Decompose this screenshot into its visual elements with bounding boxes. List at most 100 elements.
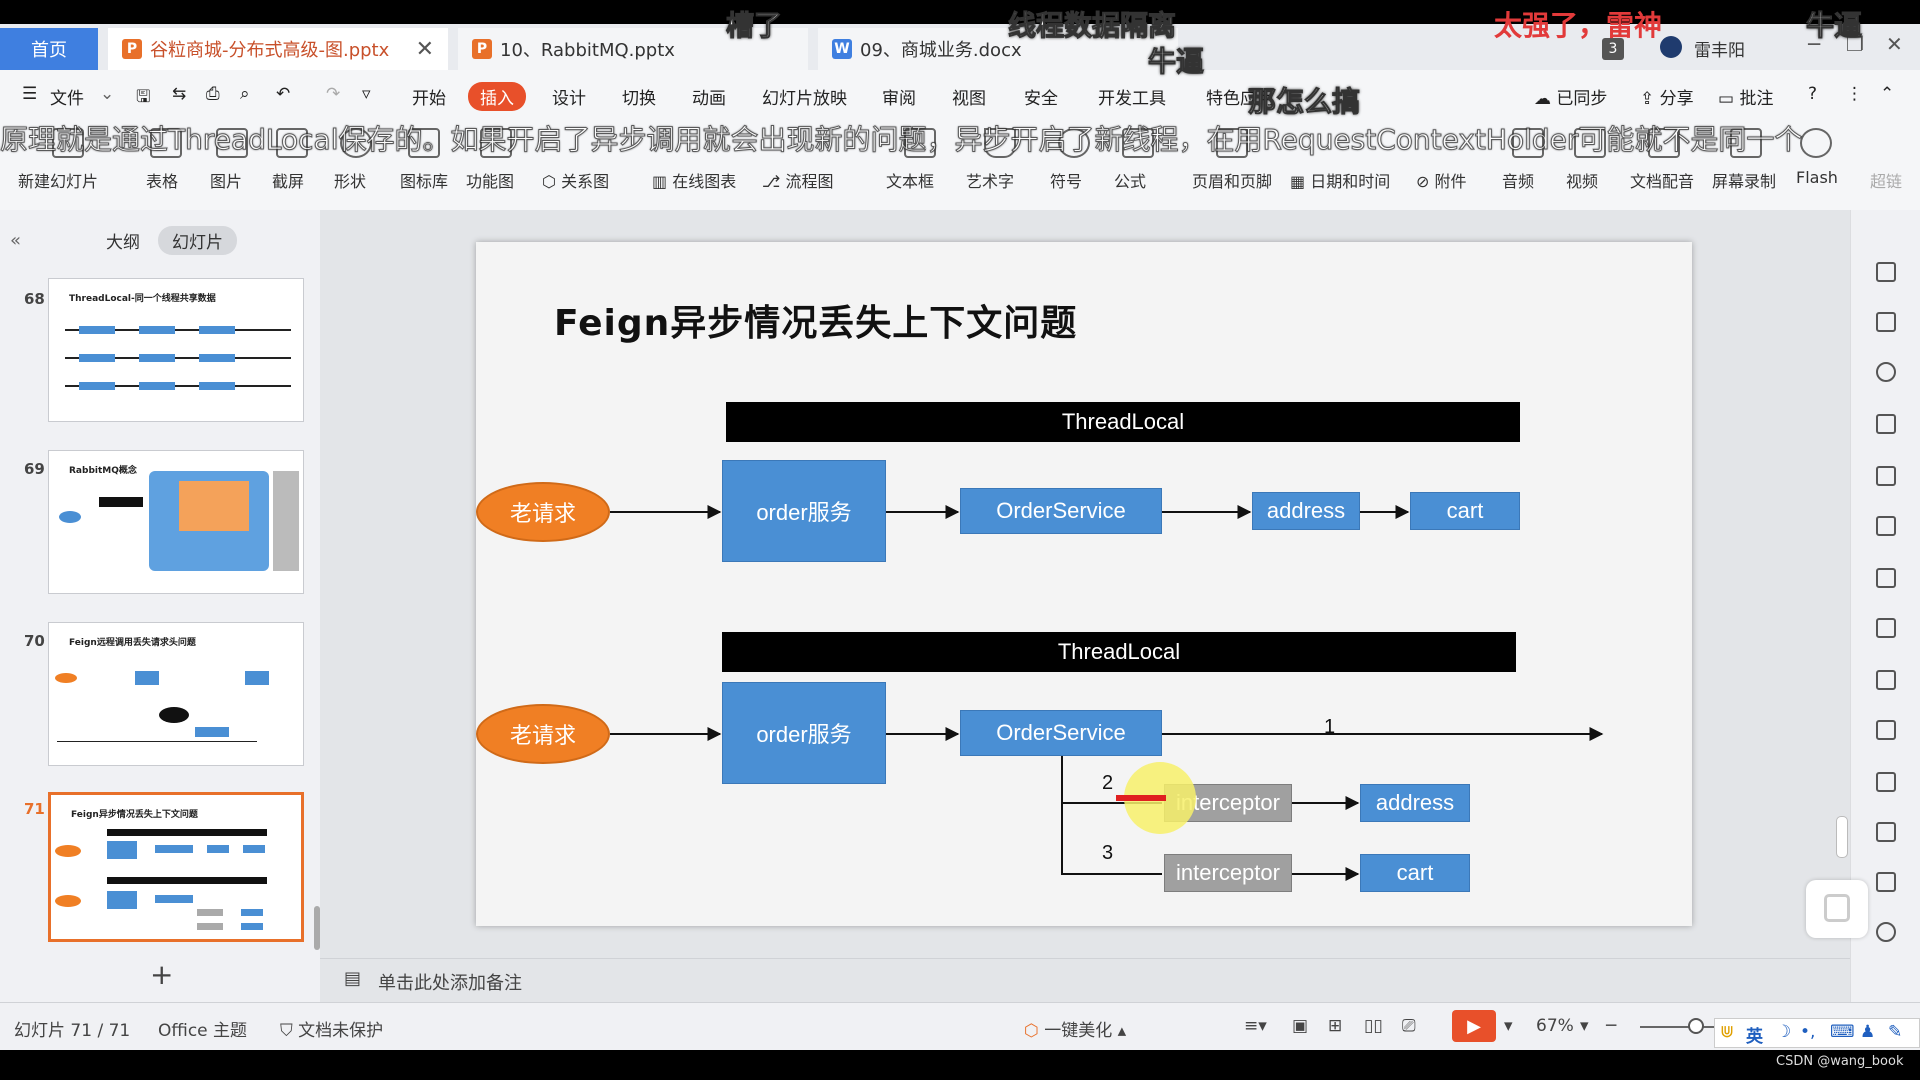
add-slide-icon[interactable]: + bbox=[150, 958, 174, 991]
ribbon-datetime[interactable]: ▦ 日期和时间 bbox=[1290, 168, 1390, 192]
shape-fill-icon[interactable] bbox=[1876, 362, 1896, 382]
zoom-out-icon[interactable]: ─ bbox=[1606, 1016, 1617, 1036]
sync-status[interactable]: ☁ 已同步 bbox=[1534, 84, 1607, 109]
audio-icon[interactable] bbox=[1512, 128, 1544, 158]
ribbon-flash[interactable]: Flash bbox=[1796, 168, 1838, 187]
sorter-view-icon[interactable]: ⊞ bbox=[1328, 1016, 1343, 1036]
customize-icon[interactable]: ▿ bbox=[362, 84, 371, 104]
hamburger-icon[interactable]: ☰ bbox=[22, 84, 38, 104]
normal-view-icon[interactable]: ▣ bbox=[1292, 1016, 1309, 1036]
table-icon[interactable] bbox=[150, 128, 182, 158]
ribbon-screenshot[interactable]: 截屏 bbox=[272, 172, 305, 191]
volume-icon[interactable] bbox=[1876, 872, 1896, 892]
table-grid-icon[interactable] bbox=[1876, 466, 1896, 486]
hexagon-icon[interactable] bbox=[1876, 922, 1896, 942]
ribbon-video[interactable]: 视频 bbox=[1566, 172, 1599, 191]
header-footer-icon[interactable] bbox=[1216, 128, 1248, 158]
tv-mascot-widget[interactable] bbox=[1806, 880, 1868, 938]
menu-transition[interactable]: 切换 bbox=[622, 89, 656, 109]
theme-name[interactable]: Office 主题 bbox=[158, 1021, 248, 1041]
tab-doc-pptx-active[interactable]: P 谷粒商城-分布式高级-图.pptx ✕ bbox=[108, 28, 448, 70]
presenter-view-icon[interactable]: ⎚ bbox=[1402, 1016, 1416, 1036]
formula-icon[interactable] bbox=[1122, 128, 1154, 158]
zoom-slider-handle[interactable] bbox=[1688, 1018, 1704, 1034]
archive-icon[interactable] bbox=[1876, 772, 1896, 792]
minimize-icon[interactable]: ─ bbox=[1808, 32, 1821, 56]
close-window-icon[interactable]: ✕ bbox=[1886, 32, 1903, 56]
keyboard-icon[interactable]: ⌨ bbox=[1830, 1022, 1855, 1042]
slide-thumbnail-69[interactable]: RabbitMQ概念 bbox=[48, 450, 304, 594]
ribbon-header-footer[interactable]: 页眉和页脚 bbox=[1192, 172, 1273, 191]
ime-toolbar[interactable] bbox=[1714, 1018, 1920, 1048]
menu-features[interactable]: 特色应用 bbox=[1206, 89, 1274, 109]
style-icon[interactable] bbox=[1876, 414, 1896, 434]
picture-icon[interactable] bbox=[216, 128, 248, 158]
save-icon[interactable]: 🖫 bbox=[136, 87, 151, 107]
ribbon-audio[interactable]: 音频 bbox=[1502, 172, 1535, 191]
menu-review[interactable]: 审阅 bbox=[882, 89, 916, 109]
flash-icon[interactable] bbox=[1800, 128, 1832, 158]
ribbon-new-slide[interactable]: 新建幻灯片 bbox=[18, 172, 99, 191]
order-service-cn-box-top[interactable]: order服务 bbox=[722, 460, 886, 562]
menu-devtools[interactable]: 开发工具 bbox=[1098, 89, 1166, 109]
collapse-panel-icon[interactable]: « bbox=[10, 230, 22, 251]
navigator-scrollbar[interactable] bbox=[314, 906, 320, 950]
notification-badge[interactable]: 3 bbox=[1602, 38, 1624, 60]
chart-bar-icon[interactable] bbox=[1876, 568, 1896, 588]
ribbon-shape[interactable]: 形状 bbox=[334, 172, 367, 191]
more-icon[interactable]: ⋮ bbox=[1846, 84, 1863, 104]
menu-design[interactable]: 设计 bbox=[552, 89, 586, 109]
ribbon-attachment[interactable]: ⊘ 附件 bbox=[1416, 168, 1467, 192]
menu-view[interactable]: 视图 bbox=[952, 89, 986, 109]
play-options-icon[interactable]: ▾ bbox=[1504, 1016, 1513, 1036]
punctuation-icon[interactable]: •, bbox=[1800, 1022, 1816, 1042]
address-box-top[interactable]: address bbox=[1252, 492, 1360, 530]
collapse-ribbon-icon[interactable]: ⌃ bbox=[1880, 84, 1895, 104]
user-icon[interactable]: ♟ bbox=[1860, 1022, 1876, 1042]
play-slideshow-button[interactable]: ▶ bbox=[1452, 1010, 1496, 1042]
icon-library-icon[interactable] bbox=[408, 128, 440, 158]
menu-start[interactable]: 开始 bbox=[412, 89, 446, 109]
ime-logo-icon[interactable]: ⋓ bbox=[1720, 1022, 1735, 1042]
ribbon-symbol[interactable]: 符号 bbox=[1050, 172, 1083, 191]
threadlocal-bar-top[interactable]: ThreadLocal bbox=[726, 402, 1520, 442]
symbol-icon[interactable] bbox=[1058, 128, 1090, 158]
ribbon-voiceover[interactable]: 文档配音 bbox=[1630, 172, 1695, 191]
ribbon-table[interactable]: 表格 bbox=[146, 172, 179, 191]
beautify-button[interactable]: ⬡ 一键美化 ▴ bbox=[1024, 1016, 1126, 1041]
order-service-cn-box-bottom[interactable]: order服务 bbox=[722, 682, 886, 784]
slide-thumbnail-70[interactable]: Feign远程调用丢失请求头问题 bbox=[48, 622, 304, 766]
ribbon-online-chart[interactable]: ▥ 在线图表 bbox=[652, 168, 736, 192]
slide-canvas[interactable] bbox=[476, 242, 1692, 926]
protect-status[interactable]: ⛉ 文档未保护 bbox=[280, 1016, 383, 1041]
notes-bar[interactable] bbox=[320, 958, 1850, 1003]
ribbon-relation-chart[interactable]: ⬡ 关系图 bbox=[542, 168, 609, 192]
layers-icon[interactable] bbox=[1876, 312, 1896, 332]
ime-language[interactable]: 英 bbox=[1746, 1027, 1763, 1047]
notes-toggle-icon[interactable]: ≡▾ bbox=[1244, 1016, 1267, 1036]
settings-sliders-icon[interactable] bbox=[1876, 618, 1896, 638]
help-icon[interactable]: ? bbox=[1808, 84, 1818, 104]
zoom-level[interactable]: 67% bbox=[1536, 1016, 1574, 1036]
avatar[interactable] bbox=[1660, 36, 1682, 58]
picture-icon[interactable] bbox=[1876, 822, 1896, 842]
ribbon-picture[interactable]: 图片 bbox=[210, 172, 243, 191]
function-chart-icon[interactable] bbox=[480, 128, 512, 158]
tab-doc-rabbitmq[interactable]: P 10、RabbitMQ.pptx bbox=[458, 28, 808, 70]
chevron-down-icon[interactable]: ⌄ bbox=[100, 84, 115, 104]
video-icon[interactable] bbox=[1574, 128, 1606, 158]
screenshot-icon[interactable] bbox=[276, 128, 308, 158]
wordart-icon[interactable] bbox=[984, 128, 1016, 158]
image-edit-icon[interactable] bbox=[1876, 670, 1896, 690]
tab-doc-docx[interactable]: W 09、商城业务.docx bbox=[818, 28, 1178, 70]
cart-box-bottom[interactable]: cart bbox=[1360, 854, 1470, 892]
user-name[interactable]: 雷丰阳 bbox=[1694, 41, 1745, 61]
slide-title[interactable]: Feign异步情况丢失上下文问题 bbox=[554, 303, 1078, 344]
threadlocal-bar-bottom[interactable]: ThreadLocal bbox=[722, 632, 1516, 672]
ribbon-function-chart[interactable]: 功能图 bbox=[466, 172, 515, 191]
tab-outline[interactable]: 大纲 bbox=[106, 233, 140, 253]
tools-icon[interactable]: ✎ bbox=[1888, 1022, 1903, 1042]
shape-icon[interactable] bbox=[340, 128, 372, 158]
screen-record-icon[interactable] bbox=[1730, 128, 1762, 158]
share-button[interactable]: ⇪ 分享 bbox=[1640, 84, 1694, 109]
